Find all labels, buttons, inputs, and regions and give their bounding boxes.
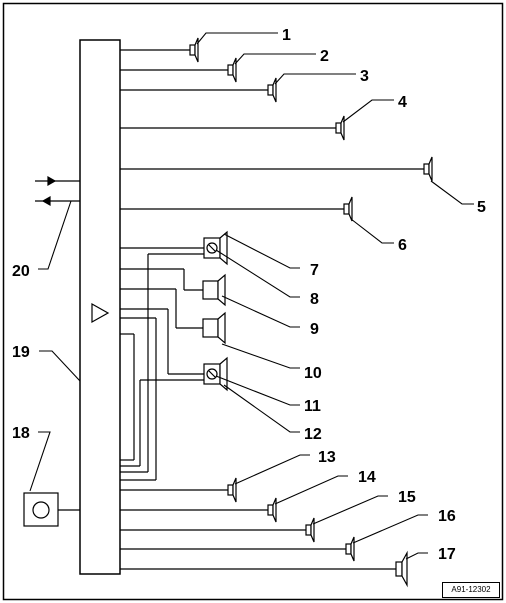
callout-17: 17 — [438, 546, 456, 563]
callout-10: 10 — [304, 365, 322, 382]
callout-8: 8 — [310, 291, 319, 308]
control-unit-block — [79, 39, 121, 575]
callout-19: 19 — [12, 344, 30, 361]
callout-13: 13 — [318, 449, 336, 466]
callout-7: 7 — [310, 262, 319, 279]
callout-20: 20 — [12, 263, 30, 280]
callout-14: 14 — [358, 469, 376, 486]
callout-9: 9 — [310, 321, 319, 338]
callout-2: 2 — [320, 48, 329, 65]
triangle-symbol — [91, 302, 110, 324]
callout-1: 1 — [282, 27, 291, 44]
callout-16: 16 — [438, 508, 456, 525]
callout-18: 18 — [12, 425, 30, 442]
callout-3: 3 — [360, 68, 369, 85]
figure-reference: A91-12302 — [442, 582, 500, 598]
leader-lines — [29, 32, 474, 560]
input-arrows — [35, 175, 80, 207]
callout-11: 11 — [304, 398, 321, 415]
speaker-lines — [23, 37, 433, 588]
callout-4: 4 — [398, 94, 407, 111]
callout-15: 15 — [398, 489, 416, 506]
callout-6: 6 — [398, 237, 407, 254]
callout-5: 5 — [477, 199, 486, 216]
callout-12: 12 — [304, 426, 322, 443]
